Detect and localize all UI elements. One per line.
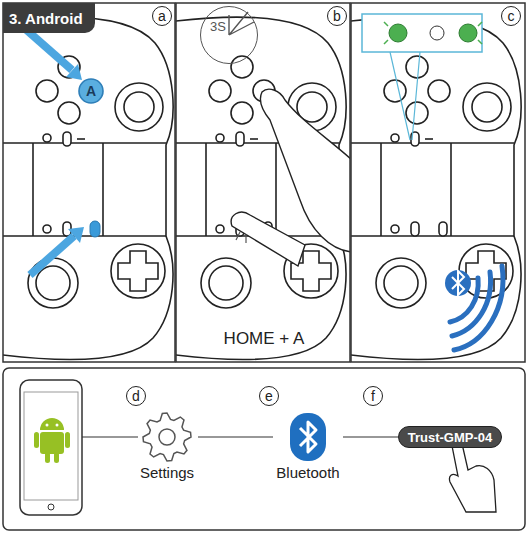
step-letter: f — [363, 386, 383, 406]
bluetooth-icon: Bluetooth — [273, 410, 343, 490]
android-head — [40, 418, 64, 430]
step-letter-text: b — [333, 9, 341, 23]
tapping-hand — [449, 442, 496, 512]
panel-a-art — [3, 17, 173, 359]
bluetooth-badge — [290, 413, 326, 461]
step-letter-text: f — [371, 389, 375, 403]
step-letter-text: a — [158, 9, 166, 23]
phone-screen — [24, 392, 78, 500]
led-callout — [362, 14, 482, 52]
node-text: 3. Android — [9, 10, 83, 27]
bluetooth-outline — [273, 410, 343, 464]
node-text: Settings — [140, 464, 194, 481]
panel-b-art — [176, 12, 350, 359]
signal-waves — [450, 266, 503, 350]
bluetooth-rune — [300, 422, 316, 452]
led-green — [459, 24, 477, 42]
step-letter-text: e — [265, 389, 273, 403]
clock-hand — [229, 12, 254, 35]
node-text: Bluetooth — [276, 464, 339, 481]
controller — [351, 17, 521, 359]
node-text: Trust-GMP-04 — [408, 430, 493, 445]
android-body — [40, 432, 64, 454]
node-text: 3S — [210, 19, 226, 34]
step-letter-text: d — [132, 389, 140, 403]
step-letter: e — [259, 386, 279, 406]
pressing-thumb — [231, 212, 305, 266]
gear-hub — [159, 429, 175, 445]
highlighted-button — [79, 79, 103, 103]
android-leg — [45, 452, 50, 463]
bluetooth-rune — [452, 271, 464, 295]
step-letter: c — [501, 6, 521, 26]
gear-teeth — [143, 413, 191, 461]
android-arm — [65, 432, 70, 448]
android-eye — [46, 424, 49, 427]
android-eye — [56, 424, 59, 427]
pointer-arrow-head — [68, 227, 84, 243]
android-leg — [54, 452, 59, 463]
panel-frame — [351, 3, 525, 362]
steps-band — [3, 368, 525, 530]
bluetooth-badge — [445, 270, 471, 296]
step-letter: b — [327, 6, 347, 26]
press-marks — [236, 232, 246, 243]
android-arm — [34, 432, 39, 448]
pointer-arrow-head — [66, 64, 82, 80]
connector-line — [82, 436, 138, 437]
key-combination: HOME + A — [224, 329, 305, 349]
pointer-arrow — [30, 236, 74, 275]
leader-line — [390, 52, 420, 140]
led-off — [430, 26, 444, 40]
android-robot — [34, 418, 70, 463]
panel-frame — [3, 3, 175, 362]
step-letter: d — [126, 386, 146, 406]
connector-line — [198, 436, 273, 437]
phone-button — [48, 504, 54, 510]
connector-line — [343, 436, 398, 437]
panel-c-art — [351, 14, 521, 359]
timer-clock: 3S — [200, 6, 258, 64]
led-glow — [384, 22, 482, 44]
step-letter: a — [152, 6, 172, 26]
controller — [3, 17, 173, 359]
device-name-pill: Trust-GMP-04 — [398, 426, 502, 448]
settings-icon: Settings — [136, 410, 198, 490]
phone — [20, 380, 82, 515]
step-letter-text: c — [508, 9, 515, 23]
panel-frame — [176, 3, 350, 362]
gear-outline — [136, 410, 198, 464]
led-green — [389, 24, 407, 42]
button-letter: A — [86, 83, 96, 99]
step-tab: 3. Android — [3, 3, 95, 33]
highlighted-home — [90, 221, 100, 237]
